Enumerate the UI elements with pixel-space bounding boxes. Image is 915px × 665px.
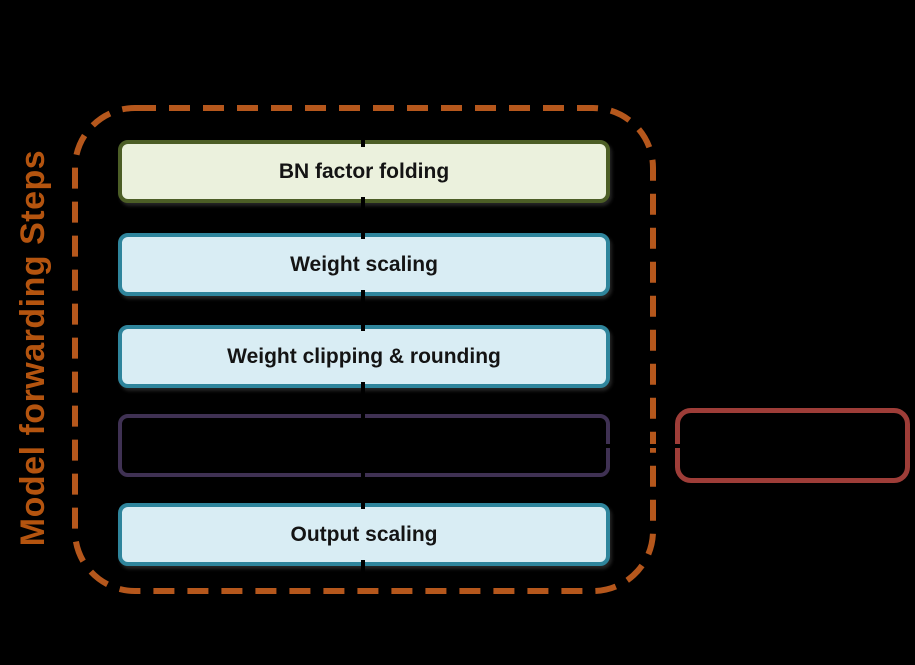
step-label: Output scaling xyxy=(290,522,438,546)
side-result-box xyxy=(675,408,910,483)
model-forwarding-steps-title: Model forwarding Steps xyxy=(14,149,52,547)
step-label: Weight clipping & rounding xyxy=(227,344,501,368)
step-box-empty xyxy=(118,414,610,477)
step-label: Weight scaling xyxy=(290,252,438,276)
step-box-weight-scaling: Weight scaling xyxy=(118,233,610,296)
step-box-output-scaling: Output scaling xyxy=(118,503,610,566)
step-box-weight-clipping-rounding: Weight clipping & rounding xyxy=(118,325,610,388)
step-box-bn-factor-folding: BN factor folding xyxy=(118,140,610,203)
step-label: BN factor folding xyxy=(278,159,450,183)
